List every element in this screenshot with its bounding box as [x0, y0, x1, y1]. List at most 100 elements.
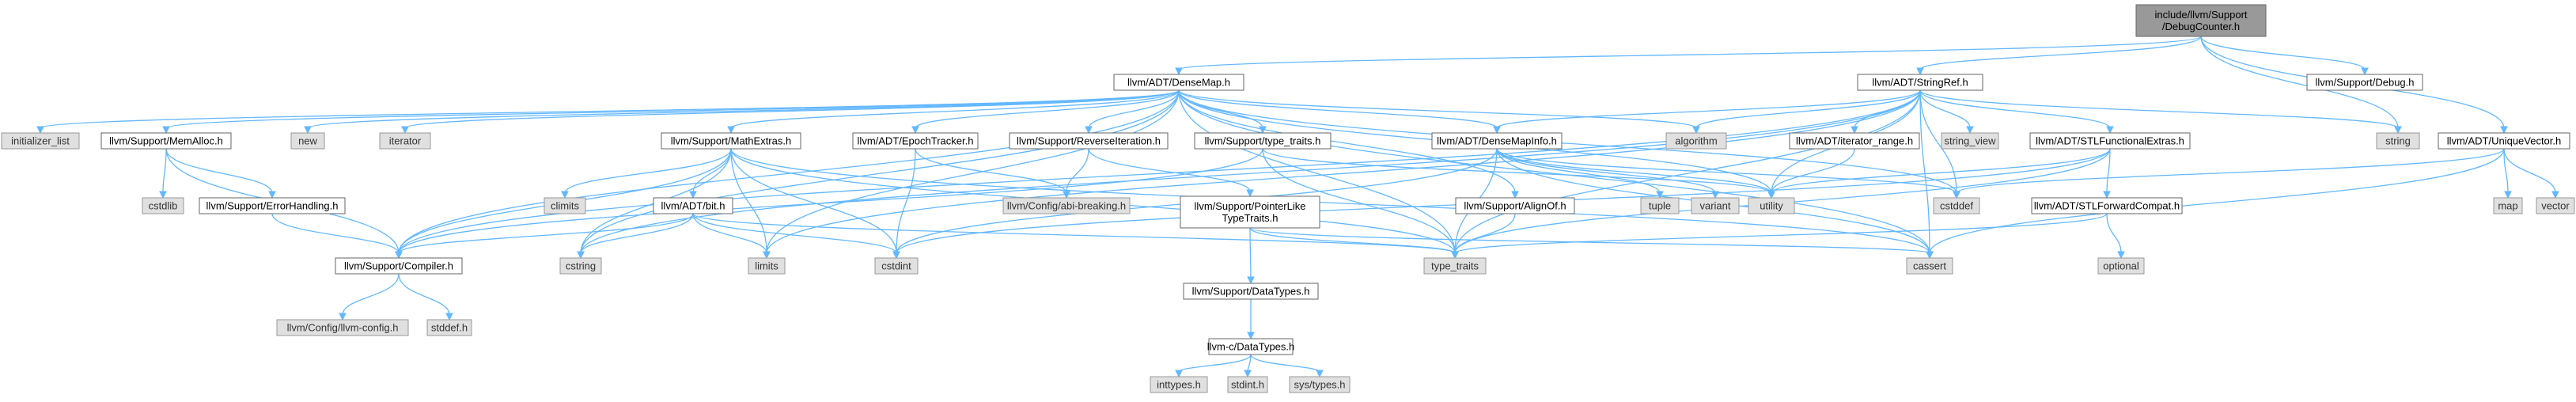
node-label: llvm/Support/DataTypes.h [1192, 286, 1310, 298]
node-reverseiteration[interactable]: llvm/Support/ReverseIteration.h [1009, 132, 1169, 150]
edge-uniquevector-to-cstddef [1953, 148, 2505, 199]
node-label: llvm/Support/MemAlloc.h [109, 135, 223, 147]
node-label: llvm/Support/Compiler.h [344, 260, 453, 272]
node-label: type_traits [1431, 260, 1479, 272]
edge-densemap-to-typetraits_h [1178, 89, 1267, 135]
node-label: utility [1760, 200, 1783, 212]
edge-densemap-to-reverseiteration [1085, 89, 1180, 135]
edge-root-to-densemap [1175, 36, 2202, 76]
node-algorithm: algorithm [1665, 132, 1727, 150]
node-label: variant [1699, 200, 1730, 212]
edge-stlforward-to-type_traits [1451, 213, 2108, 260]
node-iterator_range[interactable]: llvm/ADT/iterator_range.h [1789, 132, 1920, 150]
node-climits: climits [544, 197, 586, 214]
node-string_view: string_view [1941, 132, 1999, 150]
node-label: llvm/ADT/STLForwardCompat.h [2034, 200, 2180, 212]
node-epochtracker[interactable]: llvm/ADT/EpochTracker.h [852, 132, 979, 150]
edge-stringref-to-string_view [1919, 89, 1974, 135]
node-stlforward[interactable]: llvm/ADT/STLForwardCompat.h [2031, 197, 2183, 214]
node-root[interactable]: include/llvm/Support/DebugCounter.h [2135, 4, 2267, 37]
node-label: cstdint [881, 260, 911, 272]
edge-stringref-to-stlfunctional [1919, 89, 2114, 135]
edge-typetraits_h-to-compiler [395, 148, 1263, 260]
node-type_traits: type_traits [1423, 257, 1487, 275]
node-label: llvm/Support/type_traits.h [1205, 135, 1321, 147]
edge-memalloc-to-cstdlib [159, 148, 167, 199]
edge-memalloc-to-errorhandling [165, 148, 276, 199]
node-densemapinfo[interactable]: llvm/ADT/DenseMapInfo.h [1431, 132, 1563, 150]
node-label: climits [551, 200, 580, 212]
node-variant: variant [1691, 197, 1740, 214]
node-label: cstdlib [149, 200, 178, 212]
node-errorhandling[interactable]: llvm/Support/ErrorHandling.h [199, 197, 346, 214]
edge-pointerlike-to-type_traits [1249, 227, 1459, 260]
node-label: new [298, 135, 317, 147]
node-datatypes_support[interactable]: llvm/Support/DataTypes.h [1183, 283, 1319, 300]
node-stdint: stdint.h [1227, 376, 1268, 393]
node-bit[interactable]: llvm/ADT/bit.h [653, 197, 733, 214]
node-label: inttypes.h [1157, 379, 1201, 391]
edge-datatypes_c-to-systypes [1250, 354, 1324, 378]
node-label: optional [2103, 260, 2139, 272]
edge-datatypes_c-to-stdint [1244, 354, 1252, 378]
node-label: llvm/Support/ErrorHandling.h [206, 200, 339, 212]
node-cstring: cstring [559, 257, 602, 275]
edge-bit-to-limits [692, 213, 771, 260]
node-iterator: iterator [379, 132, 431, 150]
edge-errorhandling-to-compiler [271, 213, 403, 260]
node-label: llvm/ADT/DenseMap.h [1127, 77, 1230, 89]
node-stddef: stddef.h [426, 319, 472, 336]
node-label: llvm/Support/PointerLike [1195, 200, 1306, 212]
edge-stringref-to-densemapinfo [1493, 89, 1921, 135]
edge-root-to-debug [2200, 36, 2369, 76]
node-cstdlib: cstdlib [142, 197, 184, 214]
node-stlfunctional[interactable]: llvm/ADT/STLFunctionalExtras.h [2029, 132, 2191, 150]
edge-stlfunctional-to-utility [1767, 148, 2111, 199]
node-label: /DebugCounter.h [2162, 21, 2240, 32]
node-map: map [2493, 197, 2523, 214]
node-alignof[interactable]: llvm/Support/AlignOf.h [1455, 197, 1575, 214]
edge-stringref-to-string [1919, 89, 2402, 135]
node-label: initializer_list [11, 135, 70, 147]
node-label: llvm/Config/abi-breaking.h [1007, 200, 1126, 212]
edge-reverseiteration-to-abibreaking [1063, 148, 1089, 199]
node-label: llvm/Support/ReverseIteration.h [1017, 135, 1161, 147]
edge-pointerlike-to-datatypes_support [1247, 227, 1255, 285]
edge-root-to-stringref [1916, 36, 2202, 76]
node-typetraits_h[interactable]: llvm/Support/type_traits.h [1194, 132, 1332, 150]
node-label: llvm/ADT/STLFunctionalExtras.h [2036, 135, 2184, 147]
node-label: llvm-c/DataTypes.h [1207, 341, 1295, 353]
node-utility: utility [1748, 197, 1795, 214]
node-compiler[interactable]: llvm/Support/Compiler.h [335, 257, 463, 275]
node-label: llvm/Support/Debug.h [2315, 77, 2414, 89]
edge-densemap-to-compiler [395, 89, 1180, 260]
node-debug[interactable]: llvm/Support/Debug.h [2306, 74, 2423, 91]
node-label: cstring [566, 260, 596, 272]
node-label: string_view [1944, 135, 1996, 147]
node-initializer_list: initializer_list [1, 132, 80, 150]
edge-densemap-to-cstring [577, 89, 1180, 260]
node-cstdint: cstdint [874, 257, 919, 275]
node-label: tuple [1649, 200, 1671, 212]
edge-densemap-to-new [304, 89, 1180, 135]
node-label: stddef.h [431, 322, 468, 334]
node-mathextras[interactable]: llvm/Support/MathExtras.h [661, 132, 801, 150]
edge-uniquevector-to-vector [2503, 148, 2559, 199]
node-datatypes_c[interactable]: llvm-c/DataTypes.h [1207, 338, 1295, 355]
edge-reverseiteration-to-pointerlike [1088, 148, 1254, 198]
node-string: string [2376, 132, 2420, 150]
edge-densemap-to-epochtracker [911, 89, 1180, 135]
node-label: limits [755, 260, 778, 272]
node-stringref[interactable]: llvm/ADT/StringRef.h [1857, 74, 1983, 91]
node-inttypes: inttypes.h [1150, 376, 1208, 393]
node-label: sys/types.h [1294, 379, 1345, 391]
node-densemap[interactable]: llvm/ADT/DenseMap.h [1113, 74, 1244, 91]
node-abibreaking: llvm/Config/abi-breaking.h [1002, 197, 1131, 214]
node-memalloc[interactable]: llvm/Support/MemAlloc.h [100, 132, 232, 150]
edge-densemap-to-iterator [401, 89, 1180, 135]
edge-stlfunctional-to-stlforward [2103, 148, 2111, 199]
node-uniquevector[interactable]: llvm/ADT/UniqueVector.h [2438, 132, 2570, 150]
node-label: vector [2541, 200, 2570, 212]
edge-uniquevector-to-cassert [1926, 148, 2505, 260]
